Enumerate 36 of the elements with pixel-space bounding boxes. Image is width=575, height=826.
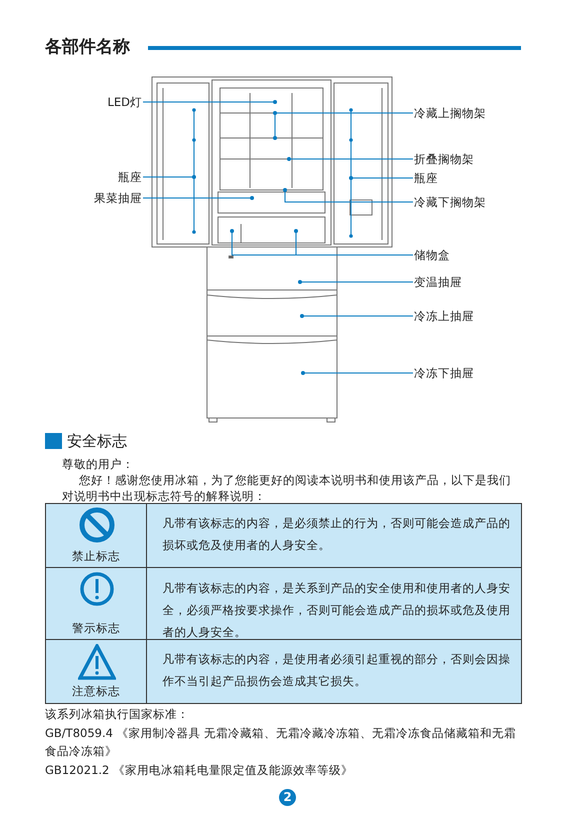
symbol-caption: 注意标志 bbox=[71, 682, 121, 698]
callout-label: 果菜抽屉 bbox=[94, 190, 142, 206]
description-text: 凡带有该标志的内容，是使用者必须引起重视的部分，否则会因操作不当引起产品损伤会造成其它损失。 bbox=[162, 651, 512, 690]
leader-line bbox=[349, 176, 414, 180]
callout-label: 冷藏上搁物架 bbox=[414, 105, 486, 121]
callout-label: 冷藏下搁物架 bbox=[414, 194, 486, 210]
leader-line bbox=[273, 112, 414, 140]
callout-label: 储物盒 bbox=[414, 247, 450, 263]
callout-label: LED灯 bbox=[107, 94, 142, 110]
leader-line bbox=[301, 371, 414, 375]
callout-label: 变温抽屉 bbox=[414, 274, 462, 290]
standard-reference: GB12021.2 《家用电冰箱耗电量限定值及能源效率等级》 bbox=[45, 762, 354, 778]
leader-line bbox=[294, 229, 414, 256]
standard-reference: GB/T8059.4 《家用制冷器具 无霜冷藏箱、无霜冷藏冷冻箱、无霜冷冻食品储藏箱和无霜食品冷冻箱》 bbox=[45, 725, 518, 760]
leader-line bbox=[298, 280, 414, 284]
description-text: 凡带有该标志的内容，是关系到产品的安全使用和使用者的人身安全，必须严格按要求操作，否则可能会造成产品的损坏或危及使用者的人身安全。 bbox=[162, 580, 512, 641]
callout-label: 折叠搁物架 bbox=[414, 151, 474, 167]
section-heading: 安全标志 bbox=[67, 431, 127, 451]
leader-line bbox=[283, 188, 414, 202]
callout-label: 冷冻上抽屉 bbox=[414, 308, 474, 324]
callout-label: 冷冻下抽屉 bbox=[414, 365, 474, 381]
leader-line bbox=[142, 175, 196, 179]
description-text: 凡带有该标志的内容，是必须禁止的行为，否则可能会造成产品的损坏或危及使用者的人身安全。 bbox=[162, 515, 512, 554]
callout-label: 瓶座 bbox=[414, 170, 438, 186]
leader-line bbox=[142, 196, 254, 200]
leader-line bbox=[300, 314, 414, 318]
leader-line bbox=[287, 157, 414, 161]
page-heading: 各部件名称 bbox=[45, 36, 130, 58]
callout-label: 瓶座 bbox=[118, 169, 142, 185]
page-number: 2 bbox=[279, 789, 296, 806]
symbol-caption: 警示标志 bbox=[71, 620, 121, 636]
symbol-caption: 禁止标志 bbox=[71, 548, 121, 564]
leader-line bbox=[142, 100, 277, 104]
intro-paragraph: 您好！感谢您使用冰箱，为了您能更好的阅读本说明书和使用该产品，以下是我们对说明书中出现标志符号的解释说明： bbox=[62, 472, 512, 504]
standards-intro: 该系列冰箱执行国家标准： bbox=[45, 706, 189, 722]
greeting-text: 尊敬的用户： bbox=[62, 456, 134, 472]
